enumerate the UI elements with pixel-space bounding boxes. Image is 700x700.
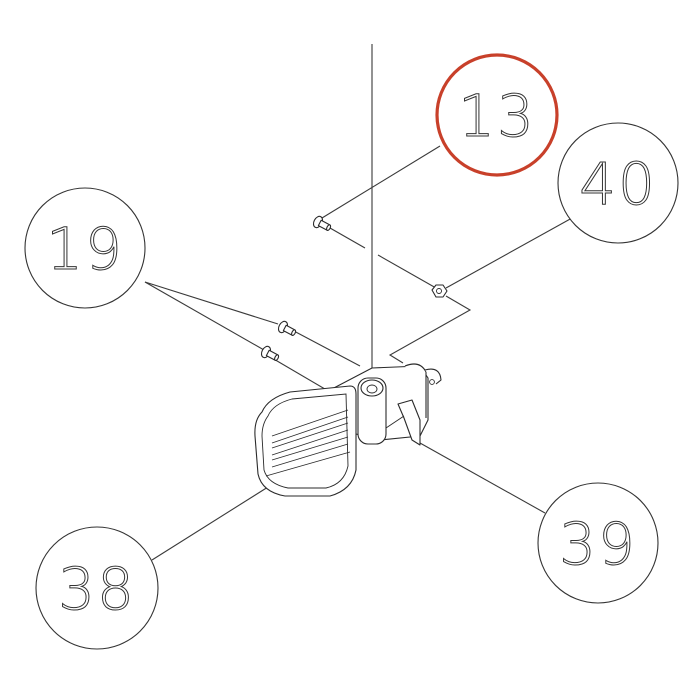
callout-39-label: 39 — [559, 510, 637, 578]
callout-39-circle — [537, 482, 659, 604]
leader-lines — [144, 145, 573, 561]
callout-38-circle — [35, 526, 159, 650]
callout-13-circle — [435, 53, 559, 177]
callout-39[interactable]: 39 — [537, 482, 659, 604]
callout-19-circle — [24, 187, 146, 309]
callout-40-circle — [557, 122, 679, 244]
callout-19-label: 19 — [46, 215, 124, 283]
pedal-38-part — [254, 385, 357, 497]
callout-19[interactable]: 19 — [24, 187, 146, 309]
screw-19a-part — [277, 320, 297, 336]
callout-40[interactable]: 40 — [557, 122, 679, 244]
screw-13-part — [312, 215, 332, 231]
callout-38[interactable]: 38 — [35, 526, 159, 650]
callout-13[interactable]: 13 — [435, 53, 559, 177]
callout-40-label: 40 — [579, 150, 657, 218]
nut-40-part — [431, 284, 448, 298]
callout-13-label: 13 — [458, 82, 536, 150]
screw-19b-part — [260, 345, 280, 361]
callout-38-label: 38 — [58, 555, 136, 623]
